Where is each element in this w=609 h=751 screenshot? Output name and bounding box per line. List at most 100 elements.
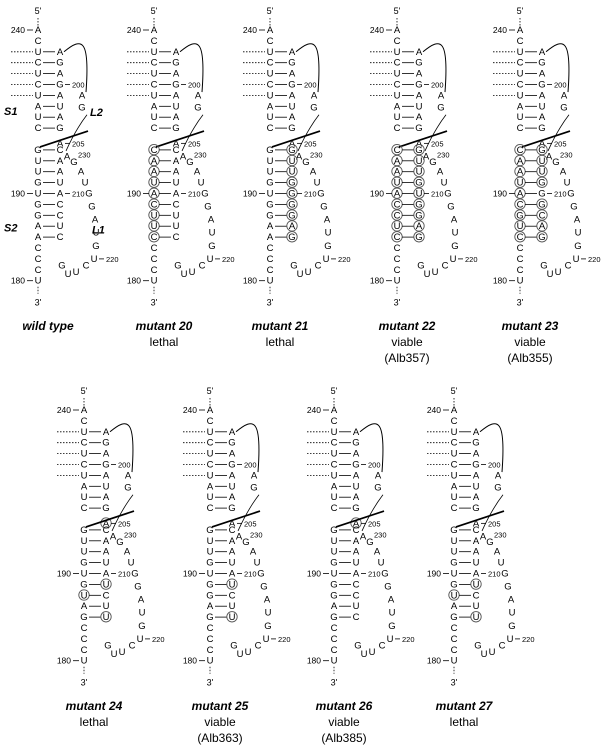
position-180-label: 180 <box>11 276 25 286</box>
crossing-strand <box>424 114 447 152</box>
panel-status: lethal <box>265 335 295 349</box>
nucleotide: A <box>416 221 423 232</box>
position-220-label: 220 <box>222 255 235 264</box>
nucleotide: C <box>442 260 449 271</box>
nucleotide: A <box>539 221 546 232</box>
nucleotide: U <box>65 269 72 280</box>
nucleotide: G <box>80 612 87 623</box>
position-200-label: 200 <box>244 461 257 470</box>
position-210-label: 210 <box>368 570 381 579</box>
nucleotide: C <box>207 645 214 656</box>
position-240-label: 240 <box>370 25 384 35</box>
nucleotide: C <box>517 254 524 265</box>
nucleotide: U <box>81 536 88 547</box>
crossing-strand <box>361 494 384 532</box>
nucleotide: U <box>151 210 158 221</box>
nucleotide: G <box>444 189 451 200</box>
position-230-label: 230 <box>560 150 573 159</box>
nucleotide: A <box>311 90 318 101</box>
nucleotide: A <box>473 470 480 481</box>
nucleotide: A <box>360 531 367 542</box>
crossing-strand <box>271 130 321 148</box>
nucleotide: A <box>331 405 338 416</box>
position-230-label: 230 <box>437 150 450 159</box>
nucleotide: C <box>207 623 214 634</box>
nucleotide: G <box>58 260 65 271</box>
panel-caption-mutant-22: mutant 22 viable (Alb357) <box>352 318 462 366</box>
nucleotide: U <box>509 608 516 619</box>
nucleotide: U <box>207 427 214 438</box>
three-prime-label: 3' <box>517 298 524 308</box>
position-200-label: 200 <box>72 81 85 90</box>
nucleotide: C <box>173 145 180 156</box>
nucleotide: G <box>472 460 479 471</box>
nucleotide: U <box>237 649 244 660</box>
nucleotide: G <box>208 241 215 252</box>
nucleotide: U <box>173 101 180 112</box>
nucleotide: G <box>206 590 213 601</box>
nucleotide: A <box>394 101 401 112</box>
nucleotide: A <box>353 536 360 547</box>
position-240-label: 240 <box>307 405 321 415</box>
nucleotide: C <box>229 525 236 536</box>
nucleotide: U <box>82 178 89 189</box>
loop-l2-arc <box>545 43 570 93</box>
nucleotide: U <box>128 558 135 569</box>
nucleotide: G <box>228 438 235 449</box>
loop-l2-arc <box>359 423 384 473</box>
nucleotide: C <box>103 525 110 536</box>
nucleotide: U <box>573 254 580 265</box>
nucleotide: A <box>151 156 158 167</box>
nucleotide: U <box>451 492 458 503</box>
panel-title: mutant 26 <box>315 699 373 713</box>
nucleotide: G <box>186 157 193 168</box>
panel-title: mutant 20 <box>135 319 193 333</box>
mutation-circle <box>413 165 425 178</box>
loop-l2-arc <box>479 423 504 473</box>
nucleotide: C <box>57 210 64 221</box>
crossing-strand <box>547 114 570 152</box>
nucleotide: G <box>354 640 361 651</box>
nucleotide: G <box>352 438 359 449</box>
position-200-label: 200 <box>188 81 201 90</box>
nucleotide: C <box>35 123 42 134</box>
nucleotide: U <box>331 547 338 558</box>
crossing-strand <box>237 494 260 532</box>
position-190-label: 190 <box>57 569 71 579</box>
nucleotide: U <box>81 492 88 503</box>
nucleotide: U <box>331 427 338 438</box>
nucleotide: C <box>103 590 110 601</box>
nucleotide: G <box>201 189 208 200</box>
loop-l2-arc <box>235 423 260 473</box>
panel-caption-mutant-20: mutant 20 lethal <box>109 318 219 350</box>
nucleotide: U <box>473 558 480 569</box>
nucleotide: C <box>35 58 42 69</box>
nucleotide: U <box>517 276 524 287</box>
nucleotide: C <box>517 58 524 69</box>
nucleotide: A <box>236 531 243 542</box>
nucleotide: U <box>473 579 480 590</box>
nucleotide: G <box>242 537 249 548</box>
nucleotide: G <box>290 260 297 271</box>
nucleotide: A <box>229 470 236 481</box>
nucleotide: C <box>499 640 506 651</box>
five-prime-label: 5' <box>81 386 88 396</box>
position-210-label: 210 <box>488 570 501 579</box>
nucleotide: U <box>35 167 42 178</box>
nucleotide: U <box>151 112 158 123</box>
position-230-label: 230 <box>124 530 137 539</box>
five-prime-label: 5' <box>394 6 401 16</box>
nucleotide: U <box>481 649 488 660</box>
nucleotide: A <box>539 69 546 80</box>
mutation-circle <box>286 154 298 167</box>
nucleotide: C <box>267 265 274 276</box>
nucleotide: A <box>394 189 401 200</box>
nucleotide: U <box>547 269 554 280</box>
position-205-label: 205 <box>488 519 501 528</box>
nucleotide: C <box>451 438 458 449</box>
nucleotide: C <box>35 265 42 276</box>
nucleotide: C <box>35 254 42 265</box>
nucleotide: U <box>173 210 180 221</box>
